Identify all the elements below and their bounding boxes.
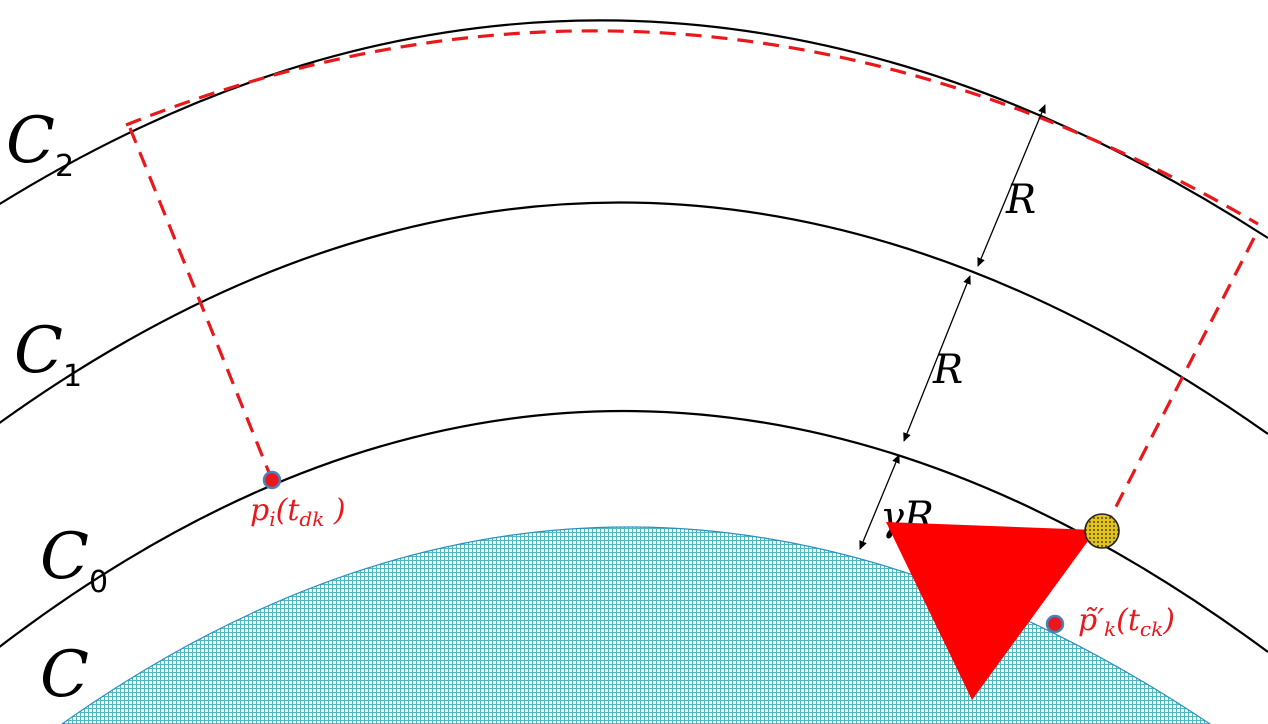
region-c [60,526,1212,724]
point-label-pi: pi(tdk ) [250,493,346,531]
distance-arrow-middle [903,275,971,442]
distance-arrow-upper [977,104,1046,267]
point-pk [1045,614,1065,634]
curve-c1 [0,201,1268,435]
dashed-left-edge [128,127,274,481]
curve-label-c0: C0 [40,520,108,600]
triangle-marker [886,522,1096,700]
curve-label-c2: C2 [6,104,74,184]
dashed-outer-arc [125,29,1259,226]
curve-c2 [0,19,1268,239]
distance-label-middle: R [932,347,963,393]
curve-label-c1: C1 [14,314,82,394]
agent-marker [1084,513,1120,549]
distance-label-upper: R [1005,177,1036,223]
distance-arrow-lower [859,454,900,550]
point-pi [262,470,282,490]
dashed-right-edge [1102,237,1256,531]
point-label-pk: p̃′k(tck) [1078,603,1175,641]
curve-label-c: C [40,638,89,712]
